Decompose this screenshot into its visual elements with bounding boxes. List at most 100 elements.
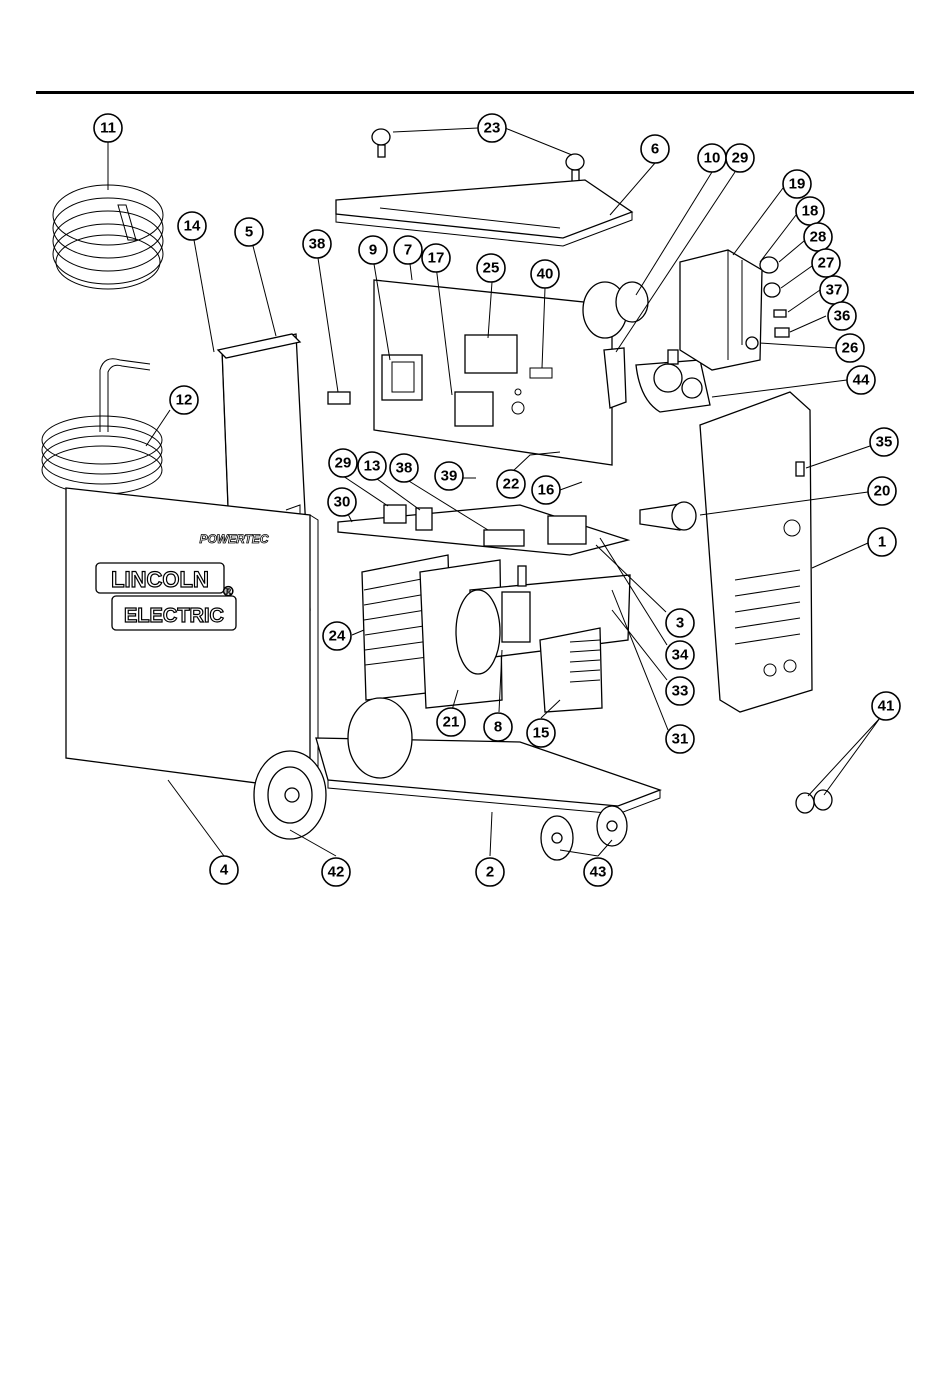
svg-text:37: 37	[826, 282, 843, 299]
callout-33: 33	[666, 677, 694, 705]
svg-text:30: 30	[334, 494, 351, 511]
svg-text:8: 8	[494, 719, 502, 736]
svg-text:11: 11	[100, 120, 116, 137]
part-20-gun-connector	[640, 502, 696, 530]
svg-text:6: 6	[651, 141, 659, 158]
svg-text:33: 33	[672, 683, 689, 700]
svg-text:31: 31	[672, 731, 689, 748]
callout-19: 19	[783, 170, 811, 198]
callout-17: 17	[422, 244, 450, 272]
part-6-top-cover	[336, 180, 632, 246]
part-30-tray	[338, 505, 628, 555]
svg-text:44: 44	[853, 372, 870, 389]
svg-text:4: 4	[220, 862, 229, 879]
svg-text:29: 29	[732, 150, 749, 167]
svg-text:24: 24	[329, 628, 346, 645]
part-10-spool-holder	[583, 282, 648, 338]
svg-text:21: 21	[443, 714, 460, 731]
callout-39: 39	[435, 462, 463, 490]
part-43-casters	[541, 806, 627, 860]
callout-23: 23	[478, 114, 506, 142]
svg-text:38: 38	[309, 236, 326, 253]
svg-text:35: 35	[876, 434, 893, 451]
svg-text:22: 22	[503, 476, 520, 493]
svg-text:13: 13	[364, 458, 381, 475]
svg-text:20: 20	[874, 483, 891, 500]
logo-electric: ELECTRIC	[124, 605, 224, 627]
callout-25: 25	[477, 254, 505, 282]
svg-text:23: 23	[484, 120, 501, 137]
callout-18: 18	[796, 197, 824, 225]
callout-20: 20	[868, 477, 896, 505]
callout-15: 15	[527, 719, 555, 747]
svg-text:28: 28	[810, 229, 827, 246]
callout-37: 37	[820, 276, 848, 304]
svg-text:43: 43	[590, 864, 607, 881]
part-38-clip-upper	[328, 392, 350, 404]
callout-30: 30	[328, 488, 356, 516]
svg-text:42: 42	[328, 864, 345, 881]
svg-text:1: 1	[878, 534, 886, 551]
svg-text:41: 41	[878, 698, 895, 715]
part-41-bushings	[796, 790, 832, 813]
svg-text:16: 16	[538, 482, 555, 499]
svg-text:29: 29	[335, 455, 352, 472]
svg-text:18: 18	[802, 203, 819, 220]
callout-2: 2	[476, 858, 504, 886]
part-18-control-box	[680, 250, 762, 370]
svg-text:34: 34	[672, 647, 689, 664]
callout-38-lower: 38	[390, 454, 418, 482]
callout-1: 1	[868, 528, 896, 556]
svg-text:17: 17	[428, 250, 445, 267]
svg-text:36: 36	[834, 308, 851, 325]
svg-text:40: 40	[537, 266, 554, 283]
svg-text:10: 10	[704, 150, 721, 167]
logo-registered: ®	[223, 583, 234, 599]
svg-text:39: 39	[441, 468, 458, 485]
callout-26: 26	[836, 334, 864, 362]
svg-text:15: 15	[533, 725, 550, 742]
part-15-reactor	[540, 628, 602, 712]
svg-text:3: 3	[676, 615, 684, 632]
callout-12: 12	[170, 386, 198, 414]
svg-text:5: 5	[245, 224, 253, 241]
callout-31: 31	[666, 725, 694, 753]
svg-text:19: 19	[789, 176, 806, 193]
callout-11: 11	[94, 114, 122, 142]
part-12-ground-cable-coil	[42, 359, 162, 494]
logo-lincoln: LINCOLN	[111, 567, 209, 592]
part-4-front-panel: LINCOLN ELECTRIC ® POWERTEC	[66, 488, 318, 792]
svg-text:9: 9	[369, 242, 377, 259]
callout-13: 13	[358, 452, 386, 480]
svg-text:38: 38	[396, 460, 413, 477]
callout-42: 42	[322, 858, 350, 886]
callout-41: 41	[872, 692, 900, 720]
svg-text:14: 14	[184, 218, 201, 235]
svg-text:7: 7	[404, 242, 412, 259]
callout-28: 28	[804, 223, 832, 251]
callout-21: 21	[437, 708, 465, 736]
callout-22: 22	[497, 470, 525, 498]
svg-text:26: 26	[842, 340, 859, 357]
callout-27: 27	[812, 249, 840, 277]
svg-text:25: 25	[483, 260, 500, 277]
callout-34: 34	[666, 641, 694, 669]
callout-29-lower: 29	[329, 449, 357, 477]
callout-10: 10	[698, 144, 726, 172]
svg-text:2: 2	[486, 864, 494, 881]
callout-16: 16	[532, 476, 560, 504]
callout-40: 40	[531, 260, 559, 288]
callout-7: 7	[394, 236, 422, 264]
callout-4: 4	[210, 856, 238, 884]
callout-35: 35	[870, 428, 898, 456]
callout-6: 6	[641, 135, 669, 163]
callout-43: 43	[584, 858, 612, 886]
part-11-cable-coil	[53, 185, 163, 289]
model-badge: POWERTEC	[199, 532, 268, 546]
part-23-eye-bolts	[372, 129, 584, 182]
callout-44: 44	[847, 366, 875, 394]
callout-9: 9	[359, 236, 387, 264]
callout-3: 3	[666, 609, 694, 637]
svg-text:12: 12	[176, 392, 193, 409]
